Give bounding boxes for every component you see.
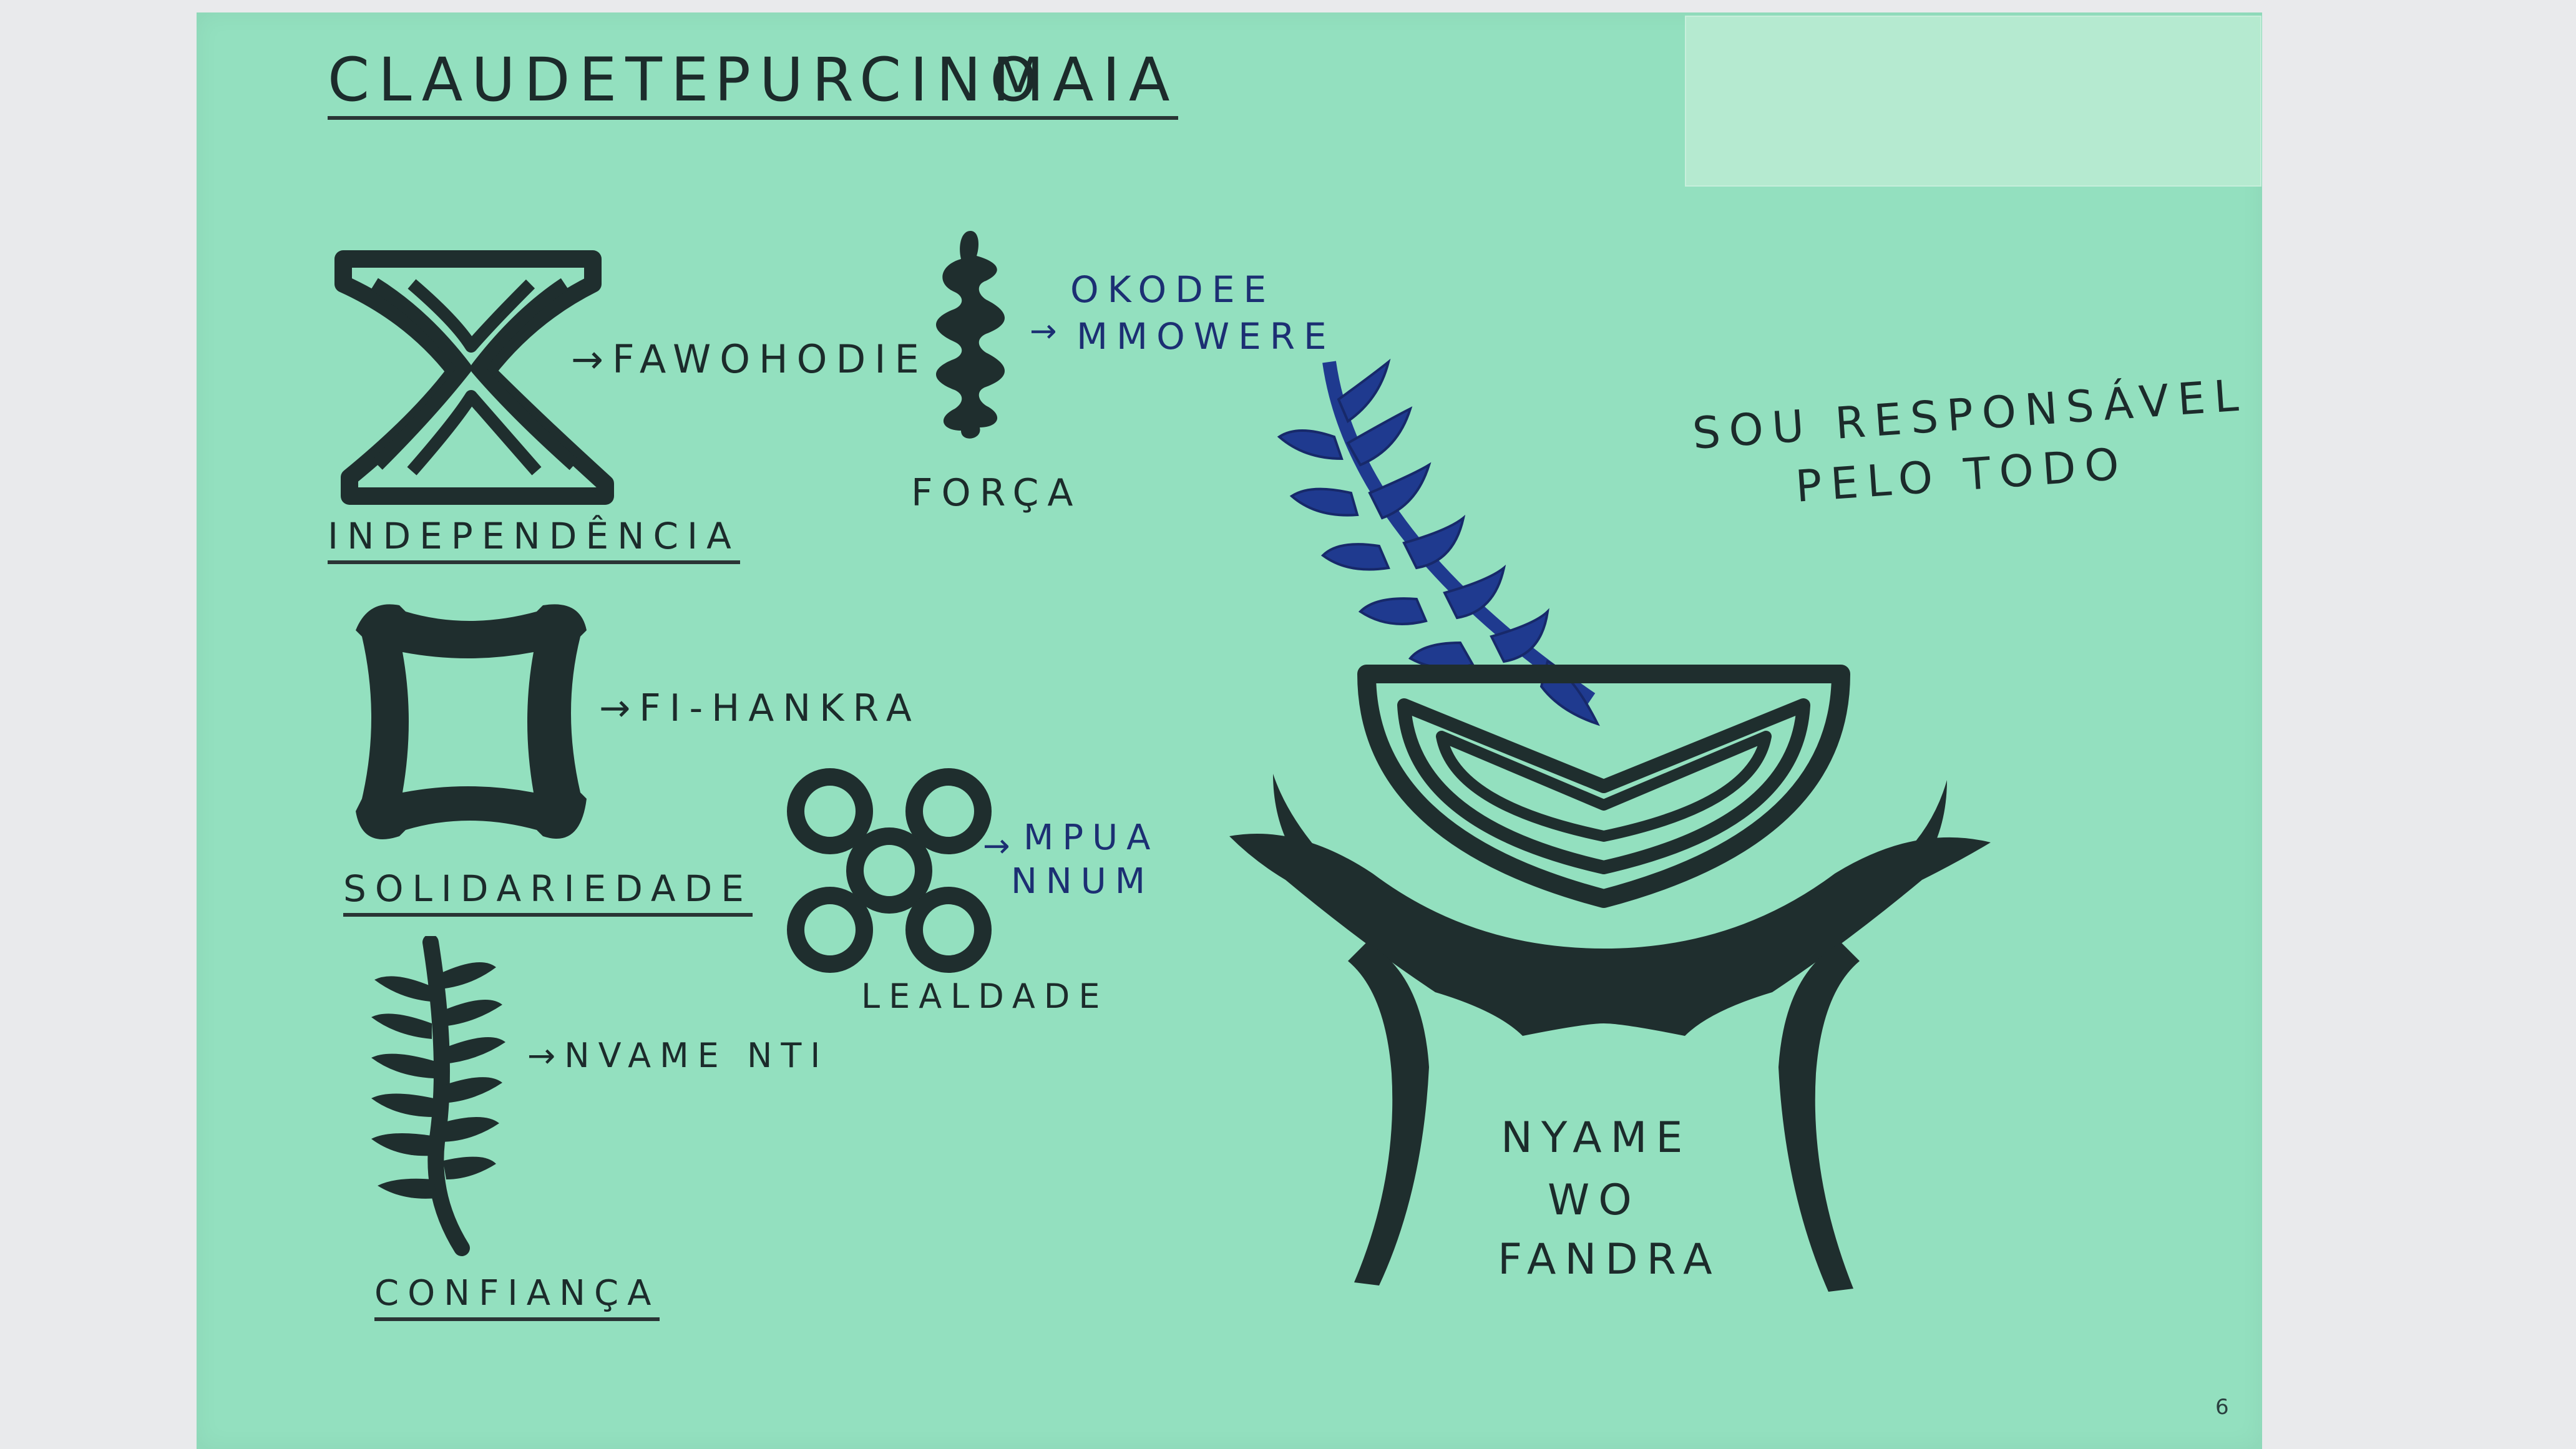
page-number: 6 xyxy=(2215,1395,2229,1420)
nyame-nti-symbol-icon xyxy=(362,936,524,1261)
title-middle-name: PURCINO xyxy=(715,50,1046,120)
fihankra-symbol-icon xyxy=(331,587,612,861)
nyame-wo-fandra-line2: WO xyxy=(1548,1176,1641,1225)
okodee-arrow-icon: → xyxy=(1030,313,1066,350)
confianca-caption: CONFIANÇA xyxy=(374,1276,660,1321)
fawohodie-label: →FAWOHODIE xyxy=(571,336,928,382)
okodee-mmowere-symbol-icon xyxy=(917,231,1030,443)
independencia-caption: INDEPENDÊNCIA xyxy=(328,518,740,564)
title-last-name: MAIA xyxy=(992,50,1179,120)
mpuannum-symbol-icon xyxy=(783,764,995,977)
nyame-wo-fandra-symbol-icon xyxy=(1223,349,2009,1348)
fawohodie-symbol-icon xyxy=(331,246,618,509)
arrow-icon: → xyxy=(571,336,612,382)
nyame-nti-label: →NVAME NTI xyxy=(527,1036,829,1075)
nyame-wo-fandra-line1: NYAME xyxy=(1501,1113,1692,1163)
fihankra-label: →FI-HANKRA xyxy=(599,686,920,730)
tape-strip xyxy=(1685,16,2261,187)
mpuannum-name-line2: NNUM xyxy=(1011,861,1154,902)
lealdade-caption: LEALDADE xyxy=(861,977,1109,1016)
okodee-name-line2: MMOWERE xyxy=(1076,315,1335,358)
forca-caption: FORÇA xyxy=(911,471,1082,515)
mpuannum-arrow-icon: → xyxy=(983,827,1019,865)
okodee-name-line1: OKODEE xyxy=(1070,268,1276,311)
solidariedade-caption: SOLIDARIEDADE xyxy=(343,871,753,917)
nyame-wo-fandra-line3: FANDRA xyxy=(1498,1235,1721,1284)
arrow-icon: → xyxy=(599,686,640,730)
title-first-name: CLAUDETE xyxy=(328,50,718,120)
mpuannum-name-line1: MPUA xyxy=(1023,817,1159,858)
arrow-icon: → xyxy=(527,1036,565,1075)
